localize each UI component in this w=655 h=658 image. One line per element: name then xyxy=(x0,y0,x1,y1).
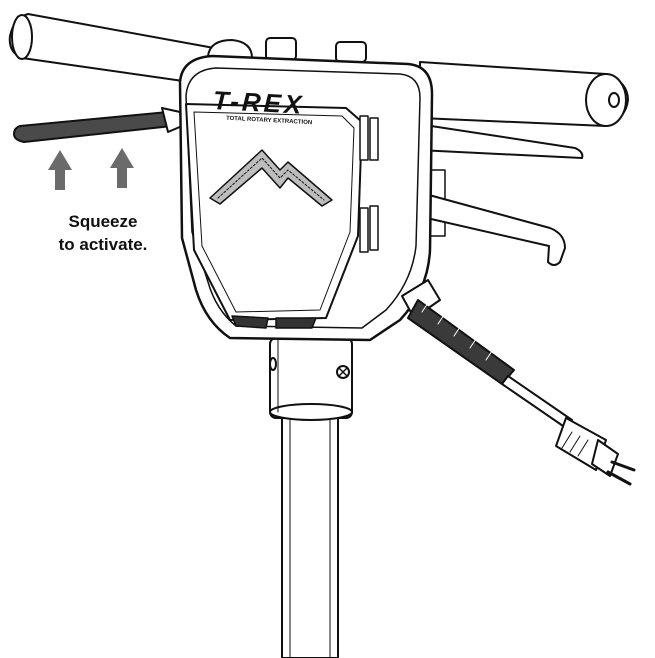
screw-icon xyxy=(336,365,350,379)
top-knobs xyxy=(207,37,367,63)
side-vents xyxy=(359,115,379,253)
brand-name: T-REX xyxy=(212,85,305,120)
left-handle[interactable] xyxy=(8,13,226,87)
pole-collar xyxy=(269,337,353,421)
caption-line-1: Squeeze xyxy=(68,212,138,231)
trigger-lever[interactable] xyxy=(13,107,183,143)
brand-tagline: TOTAL ROTARY EXTRACTION xyxy=(226,116,312,127)
power-cord xyxy=(501,375,573,429)
arrow-up-icon xyxy=(48,150,72,190)
instruction-caption: Squeeze to activate. xyxy=(18,210,188,256)
pole xyxy=(281,409,339,658)
caption-line-2: to activate. xyxy=(58,235,148,254)
cord-strain-relief xyxy=(401,279,515,385)
power-plug-icon xyxy=(555,417,636,486)
arrow-up-icon xyxy=(110,148,134,188)
right-bracket xyxy=(417,123,584,266)
mountain-logo-icon xyxy=(209,149,333,207)
right-handle[interactable] xyxy=(419,61,629,127)
front-panel xyxy=(185,103,363,321)
bottom-vents xyxy=(231,315,317,329)
